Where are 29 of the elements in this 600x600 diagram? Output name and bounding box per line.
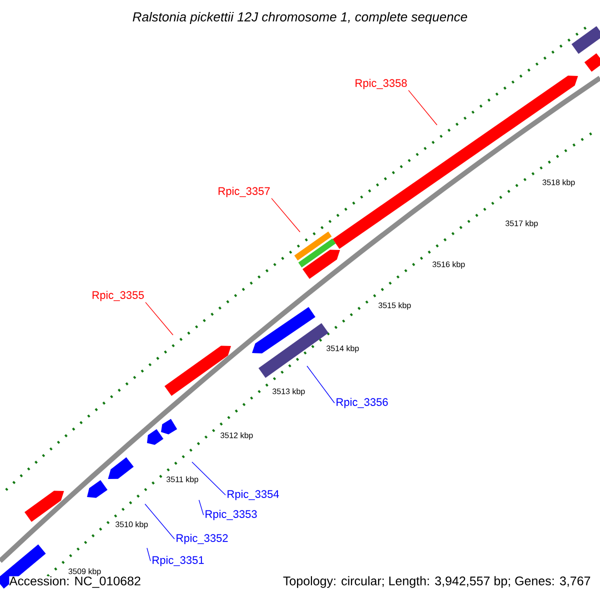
- tick-label: 3514 kbp: [326, 345, 359, 353]
- gene-label: Rpic_3352: [176, 534, 228, 544]
- leader-line: [198, 500, 204, 516]
- accession-text: Accession: NC_010682: [9, 576, 141, 588]
- leader-line: [144, 504, 175, 540]
- leader-line: [192, 462, 226, 496]
- gene-label: Rpic_3355: [92, 290, 144, 302]
- gene-label: Rpic_3353: [206, 510, 257, 520]
- leader-line: [408, 90, 438, 126]
- tick-label: 3518 kbp: [542, 179, 575, 187]
- leader-line: [271, 198, 300, 232]
- tick-label: 3512 kbp: [220, 432, 253, 440]
- gene-label: Rpic_3358: [356, 78, 407, 90]
- tick-label: 3509 kbp: [68, 568, 101, 576]
- gene-label: Rpic_3356: [336, 398, 388, 408]
- leader-line: [145, 302, 174, 336]
- gene-label: Rpic_3351: [152, 556, 204, 566]
- title: Ralstonia pickettii 12J chromosome 1, complete sequence: [132, 12, 468, 24]
- summary-text: Topology: circular; Length: 3,942,557 bp; Genes: 3,767: [283, 576, 590, 588]
- gene-label: Rpic_3354: [228, 490, 279, 500]
- tick-label: 3516 kbp: [432, 261, 465, 269]
- tick-label: 3510 kbp: [116, 521, 148, 529]
- tick-label: 3513 kbp: [272, 388, 305, 396]
- gene-label: Rpic_3357: [218, 186, 270, 198]
- tick-label: 3515 kbp: [378, 302, 411, 310]
- leader-line: [306, 366, 335, 404]
- leader-line: [146, 548, 151, 562]
- tick-label: 3517 kbp: [506, 220, 538, 228]
- tick-label: 3511 kbp: [166, 476, 198, 484]
